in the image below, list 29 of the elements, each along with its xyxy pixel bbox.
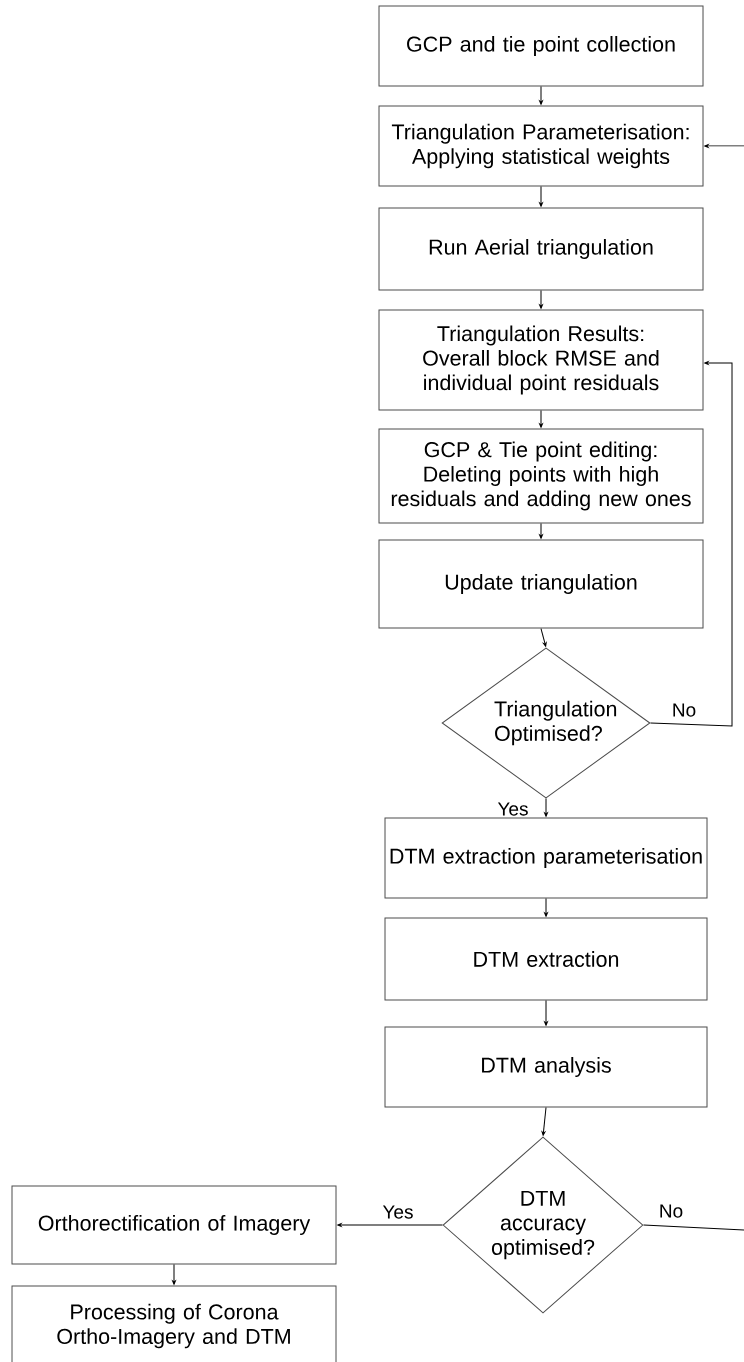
arrow <box>541 1107 547 1136</box>
arrow <box>539 410 543 428</box>
process-box: Triangulation Results: Overall block RMSE and individual point residuals <box>378 309 704 411</box>
process-box: Update triangulation <box>378 539 704 629</box>
process-box: Triangulation Parameterisation: Applying statistical weights <box>378 105 704 187</box>
arrow <box>544 798 548 817</box>
edge-label: Yes <box>381 1204 415 1220</box>
edge-label: No <box>670 702 698 718</box>
process-box: Processing of Corona Ortho-Imagery and DTM <box>11 1285 337 1362</box>
process-box: GCP and tie point collection <box>378 5 704 87</box>
arrow <box>540 628 547 647</box>
arrow <box>539 290 543 309</box>
process-box: Run Aerial triangulation <box>378 207 704 291</box>
process-box: Orthorectification of Imagery <box>11 1185 337 1265</box>
edge-label: Yes <box>496 801 530 817</box>
process-box: DTM extraction <box>384 917 708 1001</box>
arrow <box>172 1264 176 1285</box>
arrow <box>539 523 543 539</box>
arrow <box>544 898 548 917</box>
edge-label: No <box>657 1203 685 1219</box>
process-box: DTM extraction parameterisation <box>384 817 708 899</box>
arrow <box>704 144 744 148</box>
arrow <box>539 86 543 105</box>
arrow <box>544 1000 548 1026</box>
arrow <box>539 186 543 207</box>
process-box: GCP & Tie point editing: Deleting points with high residuals and adding new ones <box>378 428 704 524</box>
process-box: DTM analysis <box>384 1026 708 1108</box>
arrow <box>650 361 733 727</box>
arrow <box>337 1223 443 1227</box>
